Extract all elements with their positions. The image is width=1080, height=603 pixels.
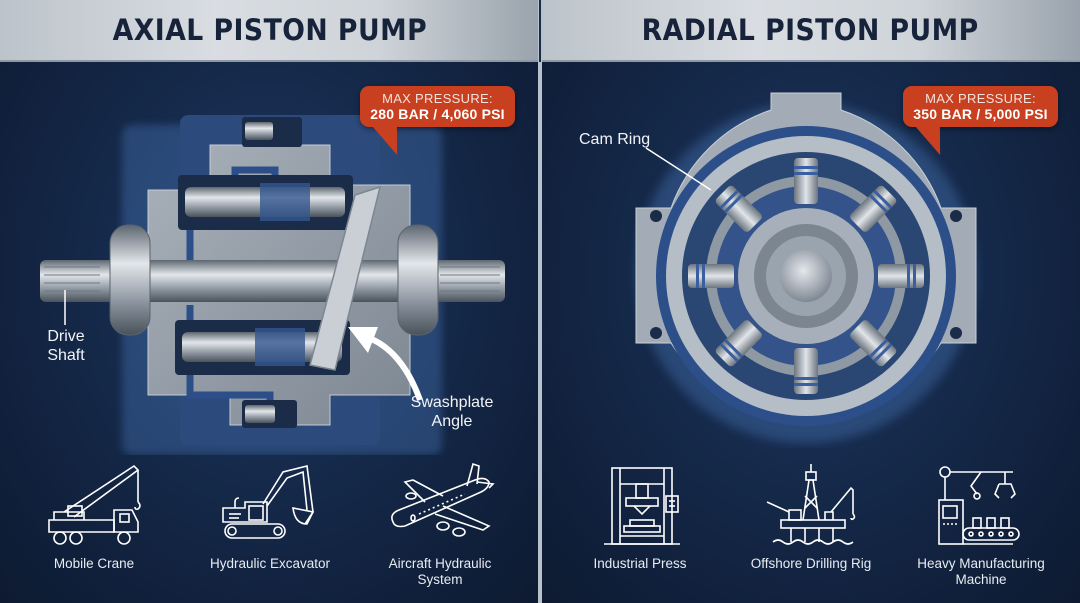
- drive-shaft-label: Drive Shaft: [47, 328, 85, 364]
- axial-applications: Mobile Crane Hydraulic Excavator Aircraf…: [0, 462, 539, 602]
- manufacturing-machine-icon: [938, 466, 1020, 545]
- radial-title: RADIAL PISTON PUMP: [641, 13, 980, 47]
- application-label: Aircraft Hydraulic System: [388, 556, 492, 587]
- panel-divider: [538, 0, 542, 603]
- radial-applications: Industrial Press Offshore Drilling Rig: [541, 462, 1080, 602]
- mobile-crane-icon: [48, 464, 141, 545]
- callout-heading: MAX PRESSURE:: [382, 91, 493, 106]
- application-label: Mobile Crane: [53, 556, 135, 571]
- application-hydraulic-excavator: Hydraulic Excavator: [185, 462, 355, 572]
- axial-header: AXIAL PISTON PUMP: [0, 0, 539, 62]
- application-mobile-crane: Mobile Crane: [9, 462, 179, 572]
- cam-ring-label: Cam Ring: [579, 131, 651, 148]
- application-label: Hydraulic Excavator: [209, 556, 331, 571]
- radial-pump-panel: RADIAL PISTON PUMP: [541, 0, 1080, 603]
- swashplate-angle-label: Swashplate Angle: [410, 394, 494, 430]
- axial-pump-panel: AXIAL PISTON PUMP: [0, 0, 539, 603]
- callout-value: 350 BAR / 5,000 PSI: [913, 106, 1048, 122]
- callout-value: 280 BAR / 4,060 PSI: [370, 106, 505, 122]
- aircraft-icon: [391, 462, 495, 537]
- application-offshore-drilling-rig: Offshore Drilling Rig: [726, 462, 896, 572]
- application-label: Heavy Manufacturing Machine: [917, 556, 1045, 587]
- radial-header: RADIAL PISTON PUMP: [541, 0, 1080, 62]
- excavator-icon: [222, 465, 315, 539]
- axial-title: AXIAL PISTON PUMP: [112, 13, 427, 47]
- axial-pump-cutaway-diagram: [40, 115, 505, 455]
- radial-max-pressure-callout: MAX PRESSURE: 350 BAR / 5,000 PSI: [903, 86, 1058, 127]
- application-heavy-manufacturing-machine: Heavy Manufacturing Machine: [896, 462, 1066, 588]
- application-label: Industrial Press: [593, 556, 687, 571]
- callout-heading: MAX PRESSURE:: [925, 91, 1036, 106]
- industrial-press-icon: [604, 467, 680, 545]
- axial-max-pressure-callout: MAX PRESSURE: 280 BAR / 4,060 PSI: [360, 86, 515, 127]
- application-label: Offshore Drilling Rig: [750, 556, 872, 571]
- radial-pump-cutaway-diagram: [635, 92, 977, 443]
- offshore-rig-icon: [766, 464, 856, 545]
- application-aircraft-hydraulic-system: Aircraft Hydraulic System: [355, 462, 525, 588]
- application-industrial-press: Industrial Press: [555, 462, 725, 572]
